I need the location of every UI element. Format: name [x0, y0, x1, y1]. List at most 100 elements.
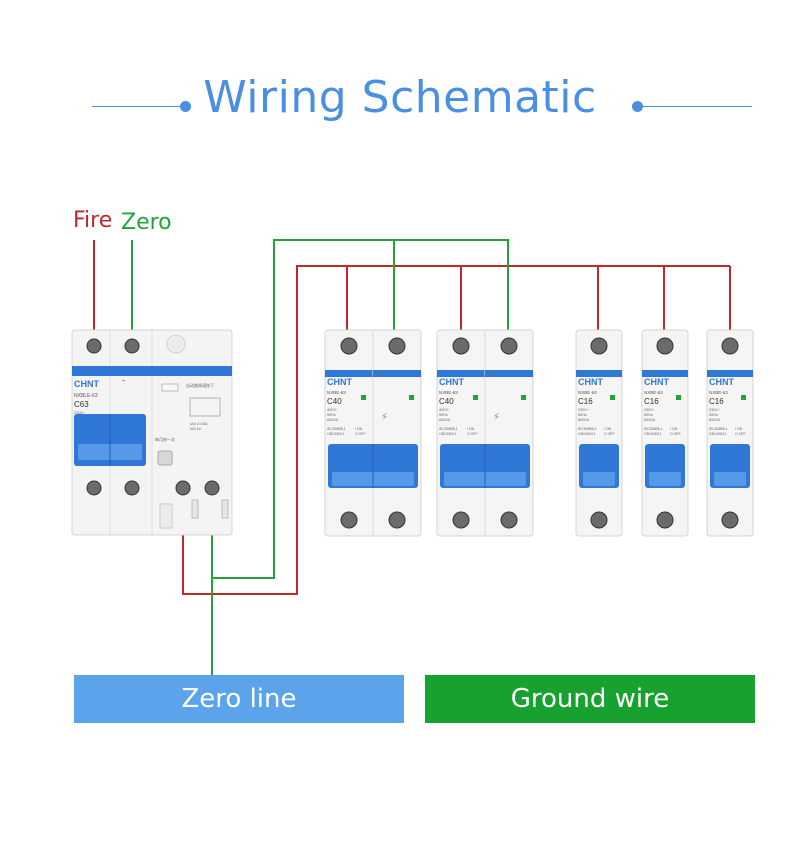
breaker-4-standard-1: IEC60898-1	[644, 427, 663, 431]
main-rcd-spec-2: t≤0.1s	[190, 426, 201, 431]
main-terminal-top-right	[124, 338, 140, 354]
breaker-2-brand: CHNT	[439, 377, 464, 387]
main-rcd-spec-1: IΔn 0.03A	[190, 421, 208, 426]
breaker-4-rating: C16	[644, 397, 659, 406]
breaker-5-brand: CHNT	[709, 377, 734, 387]
breaker-1-terminal-bottom-2	[388, 511, 406, 529]
breaker-4-standard-2: GB10963.1	[644, 432, 662, 436]
zero-wires	[131, 239, 509, 676]
breaker-2-terminal-top-2	[500, 337, 518, 355]
zero-label: Zero	[121, 210, 172, 235]
breaker-2-standard-2: GB10963.1	[439, 432, 457, 436]
breaker-5-model: NXBE-63	[709, 390, 728, 395]
breaker-2-spec-1: 400V~	[439, 408, 451, 412]
fire-label: Fire	[73, 208, 113, 233]
breaker-1-terminal-top-1	[340, 337, 358, 355]
breaker-1-terminal-top-2	[388, 337, 406, 355]
breaker-1-brand: CHNT	[327, 377, 352, 387]
breaker-1-state-on: I ON	[355, 427, 363, 431]
breaker-2-rating: C40	[439, 397, 454, 406]
svg-text:⚡: ⚡	[381, 412, 388, 423]
main-brand: CHNT	[74, 379, 99, 389]
fire-wires	[93, 240, 731, 595]
breaker-4-terminal-top-1	[656, 337, 674, 355]
breaker-5-spec-2: 50Hz	[709, 413, 718, 417]
breaker-1-model: NXBE-63	[327, 390, 346, 395]
breaker-3-state-off: O OFF	[604, 432, 615, 436]
main-terminal-bottom-1	[86, 480, 102, 496]
breaker-5-rating: C16	[709, 397, 724, 406]
breaker-2-terminal-bottom-1	[452, 511, 470, 529]
main-model: NXBLE-63	[74, 393, 98, 399]
breaker-4-state-off: O OFF	[670, 432, 681, 436]
breaker-4-terminal-bottom-1	[656, 511, 674, 529]
breaker-5-standard-2: GB10963.1	[709, 432, 727, 436]
breaker-2-state-off: O OFF	[467, 432, 478, 436]
main-terminal-bottom-4	[204, 480, 220, 496]
breaker-5-spec-1: 230V~	[709, 408, 721, 412]
breaker-1-terminal-bottom-1	[340, 511, 358, 529]
breaker-3-spec-3: 6000A	[578, 418, 589, 422]
breaker-3-rating: C16	[578, 397, 593, 406]
breaker-4-spec-3: 6000A	[644, 418, 655, 422]
breaker-3-spec-1: 230V~	[578, 408, 590, 412]
breaker-2-terminal-top-1	[452, 337, 470, 355]
svg-text:⚡: ⚡	[493, 412, 500, 423]
breaker-1-rating: C40	[327, 397, 342, 406]
breaker-3-spec-2: 50Hz	[578, 413, 587, 417]
breaker-1-standard-1: IEC60898-1	[327, 427, 346, 431]
breaker-3-state-on: I ON	[604, 427, 612, 431]
fire-bus-wire	[182, 265, 730, 595]
breaker-3-standard-2: GB10963.1	[578, 432, 596, 436]
breaker-3-model: NXBE-63	[578, 390, 597, 395]
zero-line-banner: Zero line	[74, 675, 404, 723]
breaker-4-brand: CHNT	[644, 377, 669, 387]
breaker-2-spec-2: 50Hz	[439, 413, 448, 417]
breaker-2-model: NXBE-63	[439, 390, 458, 395]
breaker-3-brand: CHNT	[578, 377, 603, 387]
breaker-2-spec-3: 6000A	[439, 418, 450, 422]
breaker-5-spec-3: 6000A	[709, 418, 720, 422]
main-terminal-bottom-3	[175, 480, 191, 496]
main-rcbo-breaker: CHNT NXBLE-63 C63 230V~ 50Hz 6000A 自动跳闸请…	[71, 329, 233, 536]
ground-wire-banner: Ground wire	[425, 675, 755, 723]
main-terminal-top-left	[86, 338, 102, 354]
branch-breakers: CHNTNXBE-63C40400V~50Hz6000AIEC60898-1GB…	[324, 329, 754, 537]
breaker-1-spec-1: 400V~	[327, 408, 339, 412]
breaker-1-spec-2: 50Hz	[327, 413, 336, 417]
breaker-5-standard-1: IEC60898-1	[709, 427, 728, 431]
breaker-4-state-on: I ON	[670, 427, 678, 431]
zero-bus-wire	[211, 239, 509, 579]
breaker-4-spec-1: 230V~	[644, 408, 656, 412]
breaker-3-terminal-top-1	[590, 337, 608, 355]
main-rating: C63	[74, 400, 89, 409]
breaker-2-terminal-bottom-2	[500, 511, 518, 529]
breaker-1-spec-3: 6000A	[327, 418, 338, 422]
breaker-3-standard-1: IEC60898-1	[578, 427, 597, 431]
breaker-1-state-off: O OFF	[355, 432, 366, 436]
main-spec-1: 230V~	[74, 410, 86, 415]
breaker-4-spec-2: 50Hz	[644, 413, 653, 417]
breaker-2-standard-1: IEC60898-1	[439, 427, 458, 431]
main-test-label: 每月按一次	[155, 436, 175, 442]
title-dot-right	[632, 101, 643, 112]
title-rule-left	[92, 106, 184, 107]
breaker-4-model: NXBE-63	[644, 390, 663, 395]
breaker-5-state-off: O OFF	[735, 432, 746, 436]
breaker-2-state-on: I ON	[467, 427, 475, 431]
title-dot-left	[180, 101, 191, 112]
main-rcd-note: 自动跳闸请按下	[186, 382, 214, 388]
page-title: Wiring Schematic	[203, 72, 597, 123]
breaker-5-state-on: I ON	[735, 427, 743, 431]
breaker-3-terminal-bottom-1	[590, 511, 608, 529]
title-rule-right	[640, 106, 752, 107]
breaker-1-standard-2: GB10963.1	[327, 432, 345, 436]
main-terminal-bottom-2	[124, 480, 140, 496]
main-test-button	[157, 450, 173, 466]
